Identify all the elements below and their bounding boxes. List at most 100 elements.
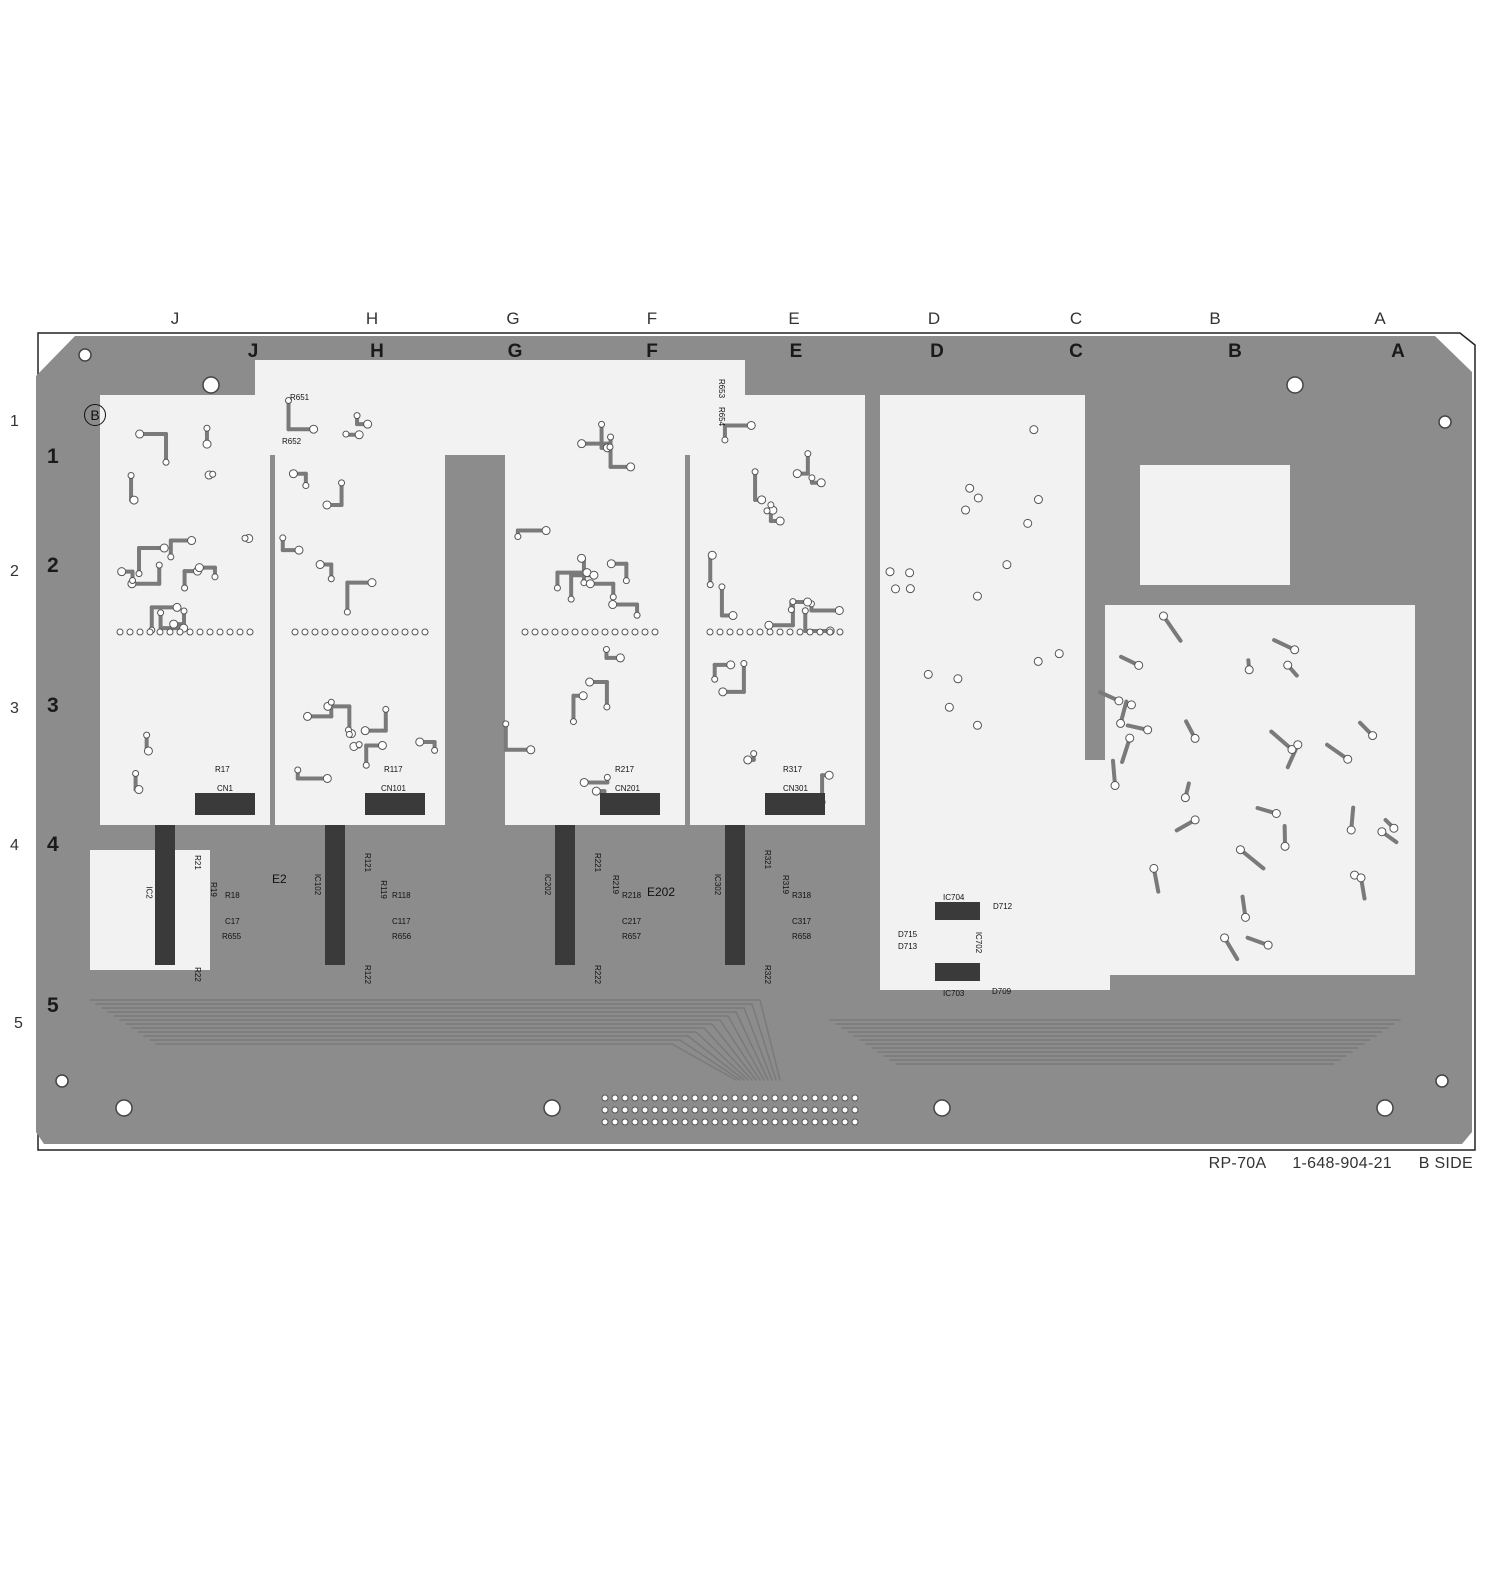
pad	[134, 785, 144, 795]
label-d709: D709	[992, 987, 1012, 996]
pad	[578, 691, 588, 701]
pad	[816, 628, 824, 636]
pad	[750, 750, 758, 758]
pad	[775, 516, 785, 526]
pad	[1287, 744, 1297, 754]
pad	[781, 1118, 789, 1126]
pad	[726, 660, 736, 670]
label-r651: R651	[290, 393, 310, 402]
pad	[621, 1118, 629, 1126]
pad	[781, 1106, 789, 1114]
pad	[611, 1106, 619, 1114]
pad	[514, 533, 522, 541]
pad	[126, 628, 134, 636]
pad	[836, 628, 844, 636]
pad	[746, 628, 754, 636]
pad	[129, 495, 139, 505]
board-model: RP-70A	[1208, 1155, 1266, 1172]
pad	[211, 573, 219, 581]
pad	[786, 628, 794, 636]
pad	[787, 606, 795, 614]
inner-col-label-j: J	[247, 341, 259, 362]
pad	[1134, 660, 1144, 670]
trace	[759, 999, 781, 1081]
pad	[1033, 495, 1043, 505]
pad	[615, 653, 625, 663]
pad	[143, 731, 151, 739]
inner-col-label-g: G	[507, 341, 523, 362]
label-d713: D713	[898, 942, 918, 951]
pad	[581, 628, 589, 636]
col-label-g: G	[506, 309, 520, 328]
pad	[169, 619, 179, 629]
pad	[127, 471, 135, 479]
pad	[972, 591, 982, 601]
pad	[721, 436, 729, 444]
pad	[764, 620, 774, 630]
pad	[1125, 733, 1135, 743]
label-r655: R655	[222, 932, 242, 941]
trace	[719, 1019, 761, 1081]
pad	[176, 628, 184, 636]
pad	[681, 1118, 689, 1126]
pad	[651, 1118, 659, 1126]
pad	[541, 526, 551, 536]
pad	[315, 560, 325, 570]
pad	[381, 628, 389, 636]
pad	[291, 628, 299, 636]
pad	[851, 1106, 859, 1114]
pad	[701, 1118, 709, 1126]
trace	[703, 1027, 753, 1081]
pad	[718, 583, 726, 591]
pad	[808, 474, 816, 482]
label-ic2: IC2	[144, 886, 154, 899]
pad	[321, 628, 329, 636]
pad	[216, 628, 224, 636]
pad	[743, 755, 753, 765]
pad	[811, 1094, 819, 1102]
pad	[571, 628, 579, 636]
label-d715: D715	[898, 930, 918, 939]
pad	[965, 483, 975, 493]
pad	[826, 628, 834, 636]
pad	[279, 534, 287, 542]
pad	[591, 786, 601, 796]
pad	[327, 575, 335, 583]
pad	[117, 567, 127, 577]
pad	[155, 561, 163, 569]
board-part-number: 1-648-904-21	[1292, 1155, 1392, 1172]
pad	[611, 1118, 619, 1126]
pad	[831, 1106, 839, 1114]
label-ic202: IC202	[543, 873, 553, 896]
pad	[226, 628, 234, 636]
pad	[1220, 933, 1230, 943]
pad	[803, 597, 813, 607]
pad	[611, 628, 619, 636]
pad	[801, 1106, 809, 1114]
pad	[502, 720, 510, 728]
pad	[746, 420, 756, 430]
pad	[905, 584, 915, 594]
pad	[821, 1118, 829, 1126]
pad	[761, 1106, 769, 1114]
inner-row-label-3: 3	[47, 694, 59, 717]
pad	[246, 628, 254, 636]
pad	[541, 628, 549, 636]
label-ic102: IC102	[313, 873, 323, 896]
pad	[751, 1106, 759, 1114]
pad	[415, 737, 425, 747]
label-c317: C317	[792, 917, 812, 926]
col-label-a: A	[1374, 309, 1386, 328]
pad	[577, 553, 587, 563]
trace	[727, 1015, 765, 1081]
pad	[1143, 725, 1153, 735]
pad	[711, 1094, 719, 1102]
pad	[601, 628, 609, 636]
pad	[1356, 873, 1366, 883]
trace	[679, 1039, 741, 1081]
pad	[801, 1094, 809, 1102]
label-c117: C117	[392, 917, 411, 926]
label-d712: D712	[993, 902, 1013, 911]
pad	[301, 628, 309, 636]
pad	[792, 469, 802, 479]
